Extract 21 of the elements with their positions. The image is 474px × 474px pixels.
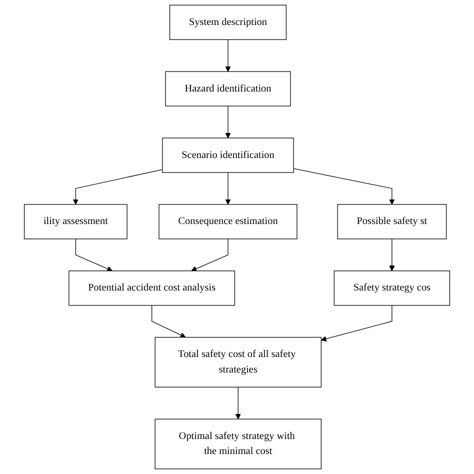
node-box: Safety strategy cos [334, 270, 450, 306]
arrow [225, 39, 231, 72]
node-box: Potential accident cost analysis [68, 270, 236, 306]
node-box: Consequence estimation [158, 204, 298, 240]
arrow [225, 172, 231, 205]
arrow [389, 238, 395, 272]
node-box: Possible safety st [337, 204, 447, 240]
arrow [235, 386, 241, 420]
arrow [225, 106, 231, 138]
arrow [320, 305, 392, 342]
arrow [293, 168, 395, 205]
node-box: Total safety cost of all safety strategies [154, 336, 322, 388]
node-box: System description [169, 4, 287, 40]
arrow [152, 305, 186, 338]
node-box: ility assessment [24, 204, 128, 240]
node-box: Hazard identification [165, 71, 291, 106]
arrow [72, 169, 163, 205]
arrow [75, 238, 113, 272]
node-box: Optimal safety strategy with the minimal cost [154, 418, 322, 470]
node-box: Scenario identification [162, 138, 294, 173]
arrow [191, 238, 228, 272]
